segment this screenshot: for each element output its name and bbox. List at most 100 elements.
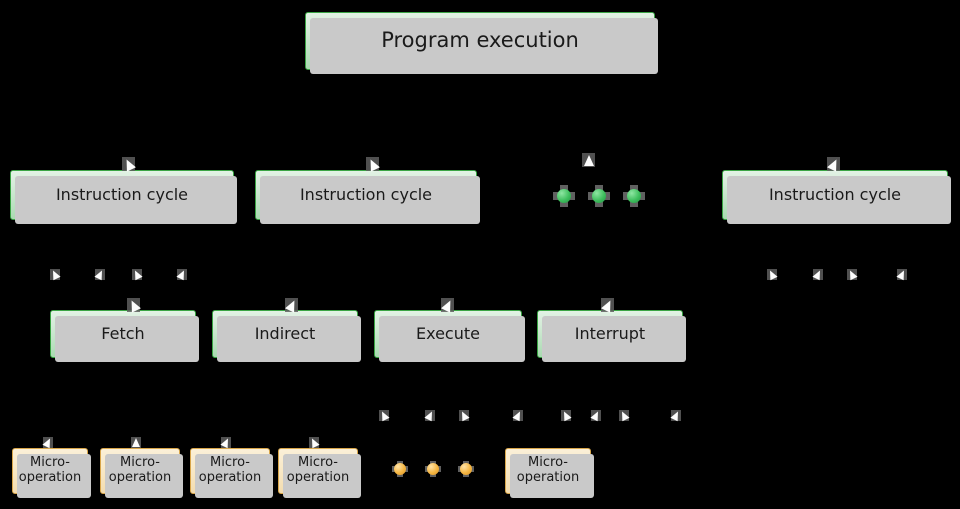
arrowhead-to-micro-operation-4 [308,436,320,449]
arrowhead-stub-right-3 [846,268,858,281]
arrowhead-micro-stub-5 [560,409,572,422]
arrowhead-stub-right-2 [812,268,824,281]
arrow-shadow [591,410,601,421]
node-label: Micro-operation [108,455,172,485]
box-shadow [727,176,951,224]
arrowhead-to-instruction-cycle-2 [365,157,381,173]
arrow-shadow [366,157,379,171]
arrowhead-micro-stub-2 [424,409,436,422]
arrowhead-to-micro-operation-2 [130,437,142,449]
arrowhead-micro-stub-4 [512,409,524,422]
arrowhead-to-execute [440,298,456,314]
dot-ball [557,189,571,203]
arrowhead-micro-stub-3 [458,409,470,422]
arrow-shadow [813,269,823,280]
ellipsis-dot-micro-3 [458,461,474,477]
dot-ball [427,463,439,475]
arrowhead-micro-stub-8 [670,409,682,422]
box-shadow [15,176,237,224]
box-shadow [260,176,480,224]
node-label: Instruction cycle [55,185,189,205]
arrow-shadow [221,437,231,448]
arrowhead-stub-left-1 [49,268,61,281]
arrowhead-to-indirect [284,298,300,314]
box-shadow [379,316,525,362]
box-shadow [310,18,658,74]
box-shadow [195,454,273,498]
ellipsis-dot-micro-2 [425,461,441,477]
node-micro-operation-5[interactable]: Micro-operation [505,448,594,498]
arrow-shadow [379,410,389,421]
node-micro-operation-4[interactable]: Micro-operation [278,448,361,498]
arrow-shadow [847,269,857,280]
arrow-shadow [425,410,435,421]
node-label: Micro-operation [198,455,262,485]
arrowhead-micro-stub-1 [378,409,390,422]
arrowhead-micro-stub-7 [618,409,630,422]
node-label: Indirect [254,324,316,344]
box-shadow [510,454,594,498]
arrowhead-stub-left-3 [131,268,143,281]
dot-ball [592,189,606,203]
dot-ball [394,463,406,475]
box-shadow [55,316,199,362]
box-shadow [542,316,686,362]
arrow-shadow [122,157,135,171]
arrowhead-stub-left-4 [176,268,188,281]
node-label: Fetch [101,324,145,344]
node-program-execution[interactable]: Program execution [305,12,658,74]
arrowhead-to-interrupt [600,298,616,314]
arrow-shadow [43,437,53,448]
node-instruction-cycle-3[interactable]: Instruction cycle [722,170,951,224]
dot-ball [460,463,472,475]
arrow-shadow [767,269,777,280]
arrow-shadow [177,269,187,280]
node-label: Interrupt [574,324,646,344]
arrow-shadow [601,298,614,312]
arrow-shadow [441,298,454,312]
node-label: Micro-operation [286,455,350,485]
arrowhead-to-micro-operation-3 [220,436,232,449]
arrow-shadow [127,298,140,312]
arrow-triangle [584,155,594,166]
dot-ball [627,189,641,203]
box-shadow [105,454,183,498]
arrow-shadow [50,269,60,280]
arrow-shadow [309,437,319,448]
ellipsis-dot-cycle-2 [588,185,610,207]
arrow-shadow [619,410,629,421]
arrowhead-to-fetch [126,298,142,314]
arrowhead-micro-stub-6 [590,409,602,422]
node-execute[interactable]: Execute [374,310,525,362]
box-shadow [217,316,361,362]
node-label: Execute [416,324,480,344]
node-micro-operation-2[interactable]: Micro-operation [100,448,183,498]
arrow-shadow [132,269,142,280]
arrowhead-stub-left-2 [94,268,106,281]
node-micro-operation-3[interactable]: Micro-operation [190,448,273,498]
ellipsis-dot-cycle-3 [623,185,645,207]
node-label: Program execution [381,28,579,53]
arrow-shadow [513,410,523,421]
arrow-shadow [897,269,907,280]
node-fetch[interactable]: Fetch [50,310,199,362]
arrow-triangle [132,438,140,447]
node-micro-operation-1[interactable]: Micro-operation [12,448,91,498]
arrowhead-to-instruction-cycle-1 [121,157,137,173]
node-label: Instruction cycle [768,185,902,205]
arrow-shadow [95,269,105,280]
node-instruction-cycle-2[interactable]: Instruction cycle [255,170,480,224]
node-label: Instruction cycle [299,185,433,205]
arrowhead-stub-right-1 [766,268,778,281]
arrow-shadow [671,410,681,421]
node-indirect[interactable]: Indirect [212,310,361,362]
arrowhead-to-instruction-cycle-3 [826,157,842,173]
arrowhead-to-micro-operation-1 [42,436,54,449]
arrow-shadow [827,157,840,171]
ellipsis-dot-cycle-1 [553,185,575,207]
box-shadow [17,454,91,498]
arrow-shadow [459,410,469,421]
node-interrupt[interactable]: Interrupt [537,310,686,362]
node-instruction-cycle-1[interactable]: Instruction cycle [10,170,237,224]
